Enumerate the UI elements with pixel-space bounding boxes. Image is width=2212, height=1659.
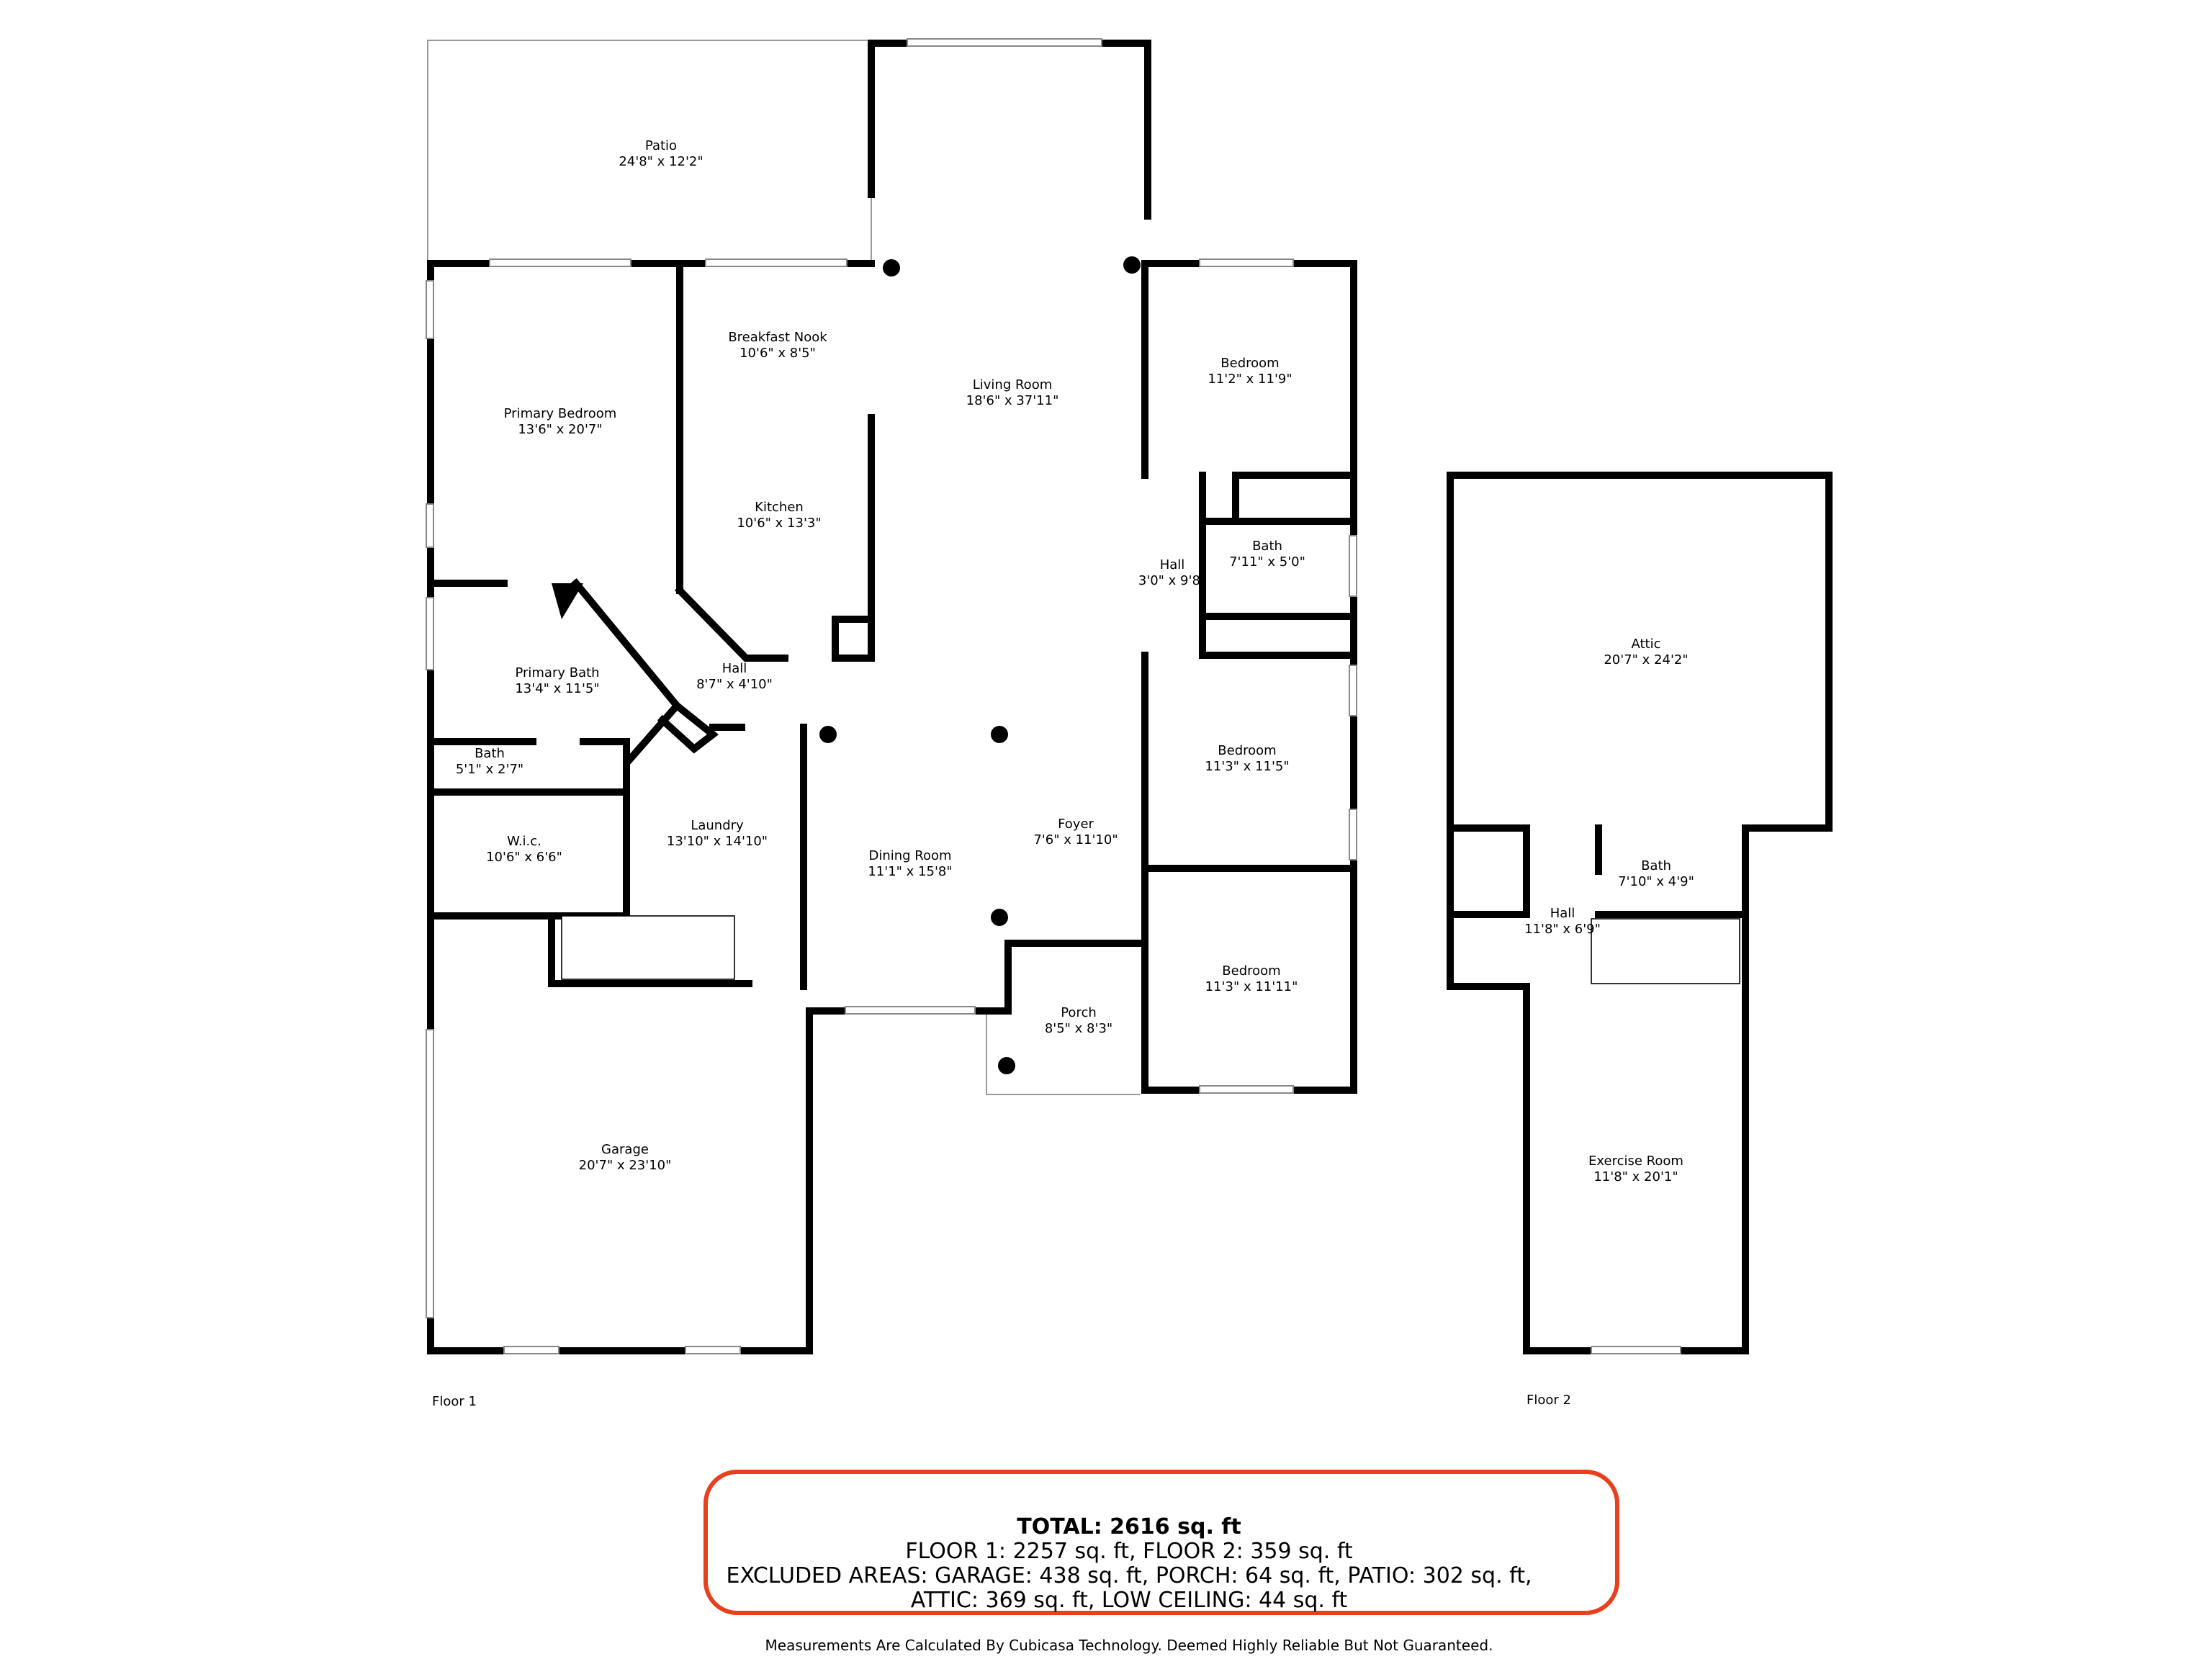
room-name: Foyer <box>1058 817 1094 832</box>
room-name: Bedroom <box>1222 963 1280 979</box>
excluded-areas: EXCLUDED AREAS: GARAGE: 438 sq. ft, PORC… <box>727 1563 1532 1588</box>
room-dims: 8'5" x 8'3" <box>1045 1021 1112 1036</box>
room-dims: 20'7" x 24'2" <box>1604 652 1688 667</box>
stairs-floor2 <box>1591 918 1740 984</box>
room-dims: 7'10" x 4'9" <box>1618 874 1694 889</box>
total-area: TOTAL: 2616 sq. ft <box>1017 1514 1241 1539</box>
room-name: Hall <box>1160 557 1185 572</box>
room-dims: 13'10" x 14'10" <box>667 834 768 849</box>
room-name: Attic <box>1631 637 1660 652</box>
room-name: Bedroom <box>1218 743 1276 758</box>
room-dims: 10'6" x 8'5" <box>739 346 816 361</box>
room-name: Exercise Room <box>1588 1154 1683 1169</box>
area-summary: TOTAL: 2616 sq. ft FLOOR 1: 2257 sq. ft,… <box>703 1470 1619 1615</box>
columns <box>819 256 1141 1074</box>
closet-triangle <box>552 583 583 619</box>
room-name: Patio <box>645 138 677 153</box>
floor-areas: FLOOR 1: 2257 sq. ft, FLOOR 2: 359 sq. f… <box>905 1539 1353 1564</box>
room-name: Laundry <box>691 818 744 833</box>
room-dims: 7'11" x 5'0" <box>1229 554 1305 570</box>
disclaimer: Measurements Are Calculated By Cubicasa … <box>765 1637 1493 1654</box>
room-name: Breakfast Nook <box>728 330 827 345</box>
room-dims: 13'6" x 20'7" <box>518 422 602 437</box>
floor1-walls <box>427 40 1357 1354</box>
room-name: W.i.c. <box>507 834 541 849</box>
room-name: Porch <box>1061 1005 1097 1020</box>
room-dims: 8'7" x 4'10" <box>696 677 773 692</box>
room-dims: 20'7" x 23'10" <box>579 1158 672 1173</box>
room-dims: 18'6" x 37'11" <box>966 393 1059 408</box>
room-dims: 11'8" x 20'1" <box>1593 1169 1678 1184</box>
room-dims: 10'6" x 13'3" <box>737 516 821 531</box>
room-name: Dining Room <box>868 848 951 863</box>
room-dims: 11'1" x 15'8" <box>868 864 952 879</box>
room-name: Hall <box>1550 906 1575 921</box>
room-name: Kitchen <box>755 500 804 515</box>
room-name: Bedroom <box>1220 356 1279 371</box>
windows <box>426 38 1357 1354</box>
excluded-areas-cont: ATTIC: 369 sq. ft, LOW CEILING: 44 sq. f… <box>911 1588 1348 1613</box>
room-dims: 3'0" x 9'8" <box>1138 573 1206 588</box>
room-name: Living Room <box>973 377 1053 392</box>
room-dims: 13'4" x 11'5" <box>515 681 599 696</box>
room-dims: 24'8" x 12'2" <box>619 154 703 169</box>
room-name: Bath <box>1641 858 1671 873</box>
room-name: Bath <box>475 746 505 761</box>
room-dims: 7'6" x 11'10" <box>1033 832 1118 848</box>
room-dims: 11'3" x 11'5" <box>1205 759 1289 774</box>
floor-2-label: Floor 2 <box>1527 1393 1571 1408</box>
room-name: Primary Bath <box>515 665 599 680</box>
room-dims: 5'1" x 2'7" <box>456 762 523 777</box>
porch-outline <box>986 1011 1141 1095</box>
summary-border <box>703 1470 1619 1615</box>
room-dims: 11'3" x 11'11" <box>1205 979 1298 994</box>
room-dims: 10'6" x 6'6" <box>486 850 562 865</box>
floor-1-label: Floor 1 <box>432 1394 477 1409</box>
room-name: Primary Bedroom <box>504 406 617 421</box>
room-name: Garage <box>601 1142 649 1157</box>
room-dims: 11'2" x 11'9" <box>1208 372 1292 387</box>
room-name: Bath <box>1252 539 1282 554</box>
floor2-walls <box>1447 472 1833 1354</box>
room-name: Hall <box>722 661 747 676</box>
stairs-floor1 <box>561 915 735 980</box>
room-dims: 11'8" x 6'9" <box>1524 922 1601 937</box>
svg-text:W.i.c.10'6" x 6'6": W.i.c.10'6" x 6'6" <box>486 834 562 865</box>
